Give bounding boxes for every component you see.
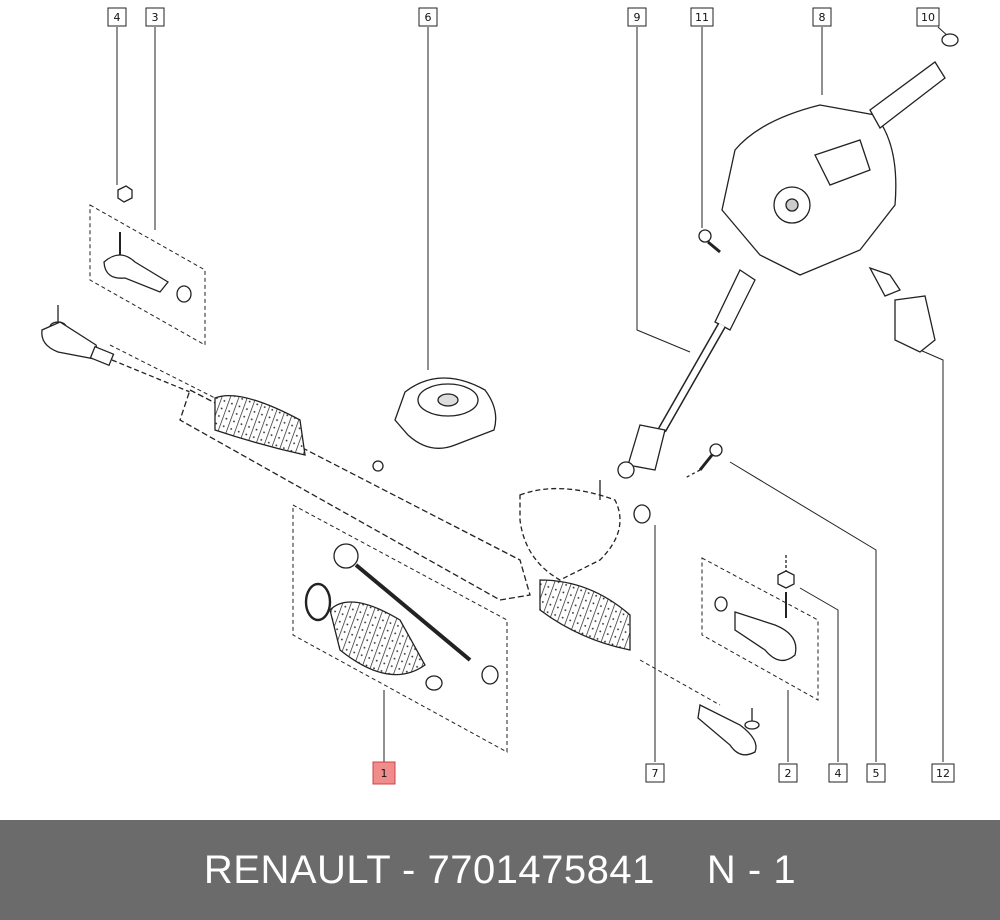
tie-rod-end-kit-right bbox=[714, 555, 797, 662]
callout-3: 3 bbox=[145, 7, 165, 27]
svg-text:6: 6 bbox=[425, 11, 432, 24]
callout-12: 12 bbox=[931, 763, 955, 783]
svg-text:9: 9 bbox=[634, 11, 641, 24]
svg-text:2: 2 bbox=[785, 767, 792, 780]
callout-6: 6 bbox=[418, 7, 438, 27]
steering-column bbox=[721, 33, 959, 353]
part-number-text: RENAULT - 7701475841 bbox=[203, 847, 655, 892]
fasteners bbox=[633, 229, 723, 524]
callout-4-bottom: 4 bbox=[828, 763, 848, 783]
callout-1: 1 bbox=[372, 761, 396, 785]
callout-4-top: 4 bbox=[107, 7, 127, 27]
part-number-footer: RENAULT - 7701475841 N - 1 bbox=[0, 820, 1000, 920]
rack-housing bbox=[179, 389, 631, 651]
intermediate-shaft bbox=[617, 269, 756, 479]
inner-tie-rod-kit bbox=[304, 543, 499, 691]
svg-text:4: 4 bbox=[835, 767, 842, 780]
svg-text:3: 3 bbox=[152, 11, 159, 24]
svg-text:7: 7 bbox=[652, 767, 659, 780]
tie-rod-end-kit-left bbox=[103, 185, 192, 303]
svg-text:10: 10 bbox=[921, 11, 935, 24]
cover-seal bbox=[394, 377, 497, 449]
svg-text:5: 5 bbox=[873, 767, 880, 780]
diagram-reference-text: N - 1 bbox=[706, 847, 797, 892]
svg-text:4: 4 bbox=[114, 11, 121, 24]
callout-labels: 4 3 6 9 11 8 10 1 bbox=[107, 7, 955, 785]
callout-7: 7 bbox=[645, 763, 665, 783]
callout-9: 9 bbox=[627, 7, 647, 27]
steering-rack-exploded-diagram: 4 3 6 9 11 8 10 1 bbox=[41, 7, 959, 785]
callout-11: 11 bbox=[690, 7, 714, 27]
dashed-group-boxes bbox=[89, 204, 819, 753]
svg-text:1: 1 bbox=[381, 767, 388, 780]
callout-8: 8 bbox=[812, 7, 832, 27]
svg-text:8: 8 bbox=[819, 11, 826, 24]
svg-text:11: 11 bbox=[695, 11, 709, 24]
left-tie-rod-end bbox=[41, 305, 191, 393]
callout-10: 10 bbox=[916, 7, 940, 27]
svg-text:12: 12 bbox=[936, 767, 950, 780]
callout-2: 2 bbox=[778, 763, 798, 783]
callout-5: 5 bbox=[866, 763, 886, 783]
right-tie-rod-end bbox=[697, 704, 760, 756]
leader-lines bbox=[116, 26, 951, 762]
